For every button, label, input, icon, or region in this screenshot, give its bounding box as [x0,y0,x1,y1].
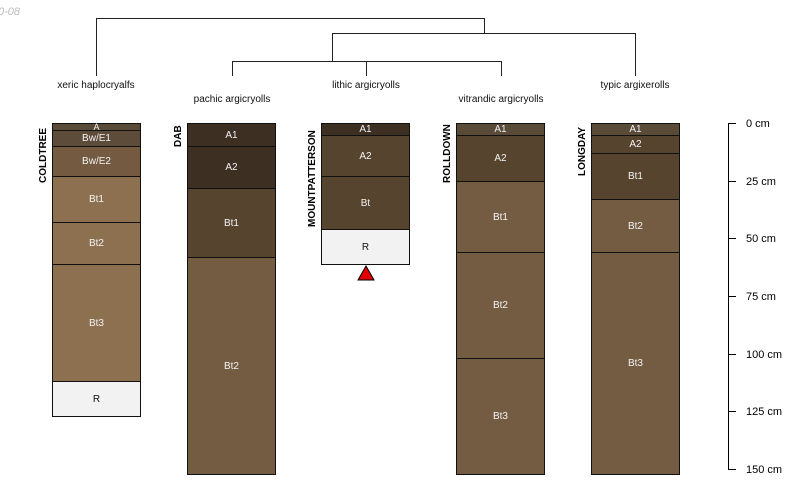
horizon: A1 [187,123,276,146]
horizon: R [52,381,141,417]
horizon: A2 [591,135,680,153]
dendrogram-branch-4 [366,61,434,76]
horizon: Bt1 [456,181,545,252]
horizon: Bt [321,176,410,229]
depth-tick-label: 25 cm [746,175,776,188]
depth-tick-label: 100 cm [746,348,783,361]
horizon-label: Bt2 [88,238,104,249]
profile-name: COLDTREE [38,128,49,184]
date-label: 0-08 [0,6,21,18]
horizon: Bt2 [187,257,276,475]
horizon-label: A [93,122,100,132]
horizon: Bt3 [456,358,545,475]
horizon-label: Bw/E2 [82,156,111,167]
horizon: Bt1 [52,176,141,222]
profile-name: MOUNTPATTERSON [307,130,318,228]
horizon: R [321,229,410,265]
horizon: A2 [187,146,276,188]
horizon: A [52,122,141,132]
dendrogram-branch-root [96,18,485,76]
horizon: Bw/E1 [52,130,141,146]
horizon-label: A1 [359,124,372,135]
horizon-label: Bt [360,197,371,209]
horizon-label: A1 [494,124,507,135]
horizon: Bt2 [591,199,680,252]
horizon: Bt3 [52,264,141,381]
horizon: A1 [456,123,545,135]
horizon-label: A2 [359,150,372,162]
taxon-label: vitrandic argicryolls [458,94,544,105]
depth-tick-label: 150 cm [746,463,783,476]
horizon-label: Bt1 [88,194,104,205]
horizon: Bt2 [52,222,141,264]
horizon-label: Bt1 [627,171,643,182]
horizon: Bt2 [456,252,545,358]
horizon: Bw/E2 [52,146,141,176]
depth-tick-label: 125 cm [746,405,783,418]
horizon-label: A1 [629,124,642,135]
horizon-label: A2 [629,139,642,150]
depth-tick-label: 0 cm [746,117,770,130]
horizon-label: A2 [225,162,238,173]
taxon-label: lithic argicryolls [332,80,400,91]
horizon-label: R [361,241,370,253]
horizon-label: Bt2 [627,220,643,232]
horizon-label: R [92,393,101,405]
dendrogram-branch-2 [332,33,636,76]
horizon: Bt1 [187,188,276,257]
horizon: A2 [321,135,410,176]
profile-name: DAB [173,125,184,147]
horizon: Bt3 [591,252,680,475]
depth-tick-label: 75 cm [746,290,776,303]
profile-name: ROLLDOWN [442,124,453,184]
horizon-label: A2 [494,153,507,164]
depth-tick-label: 50 cm [746,232,776,245]
horizon-label: Bw/E1 [82,133,111,144]
horizon-label: Bt2 [223,360,239,372]
horizon-label: Bt3 [88,317,104,329]
taxon-label: typic argixerolls [600,80,670,91]
horizon-label: Bt3 [492,411,508,422]
horizon-label: Bt3 [627,358,643,369]
horizon-label: Bt2 [492,300,508,311]
horizon: A1 [321,123,410,135]
horizon: A2 [456,135,545,181]
taxon-label: pachic argicryolls [193,94,271,105]
truncation-marker-icon [357,264,375,281]
profile-name: LONGDAY [577,127,588,177]
horizon-label: Bt1 [492,211,508,223]
horizon-label: A1 [225,129,238,141]
horizon: A1 [591,123,680,135]
taxon-label: xeric haplocryalfs [57,80,135,91]
horizon-label: Bt1 [223,217,239,229]
horizon: Bt1 [591,153,680,199]
